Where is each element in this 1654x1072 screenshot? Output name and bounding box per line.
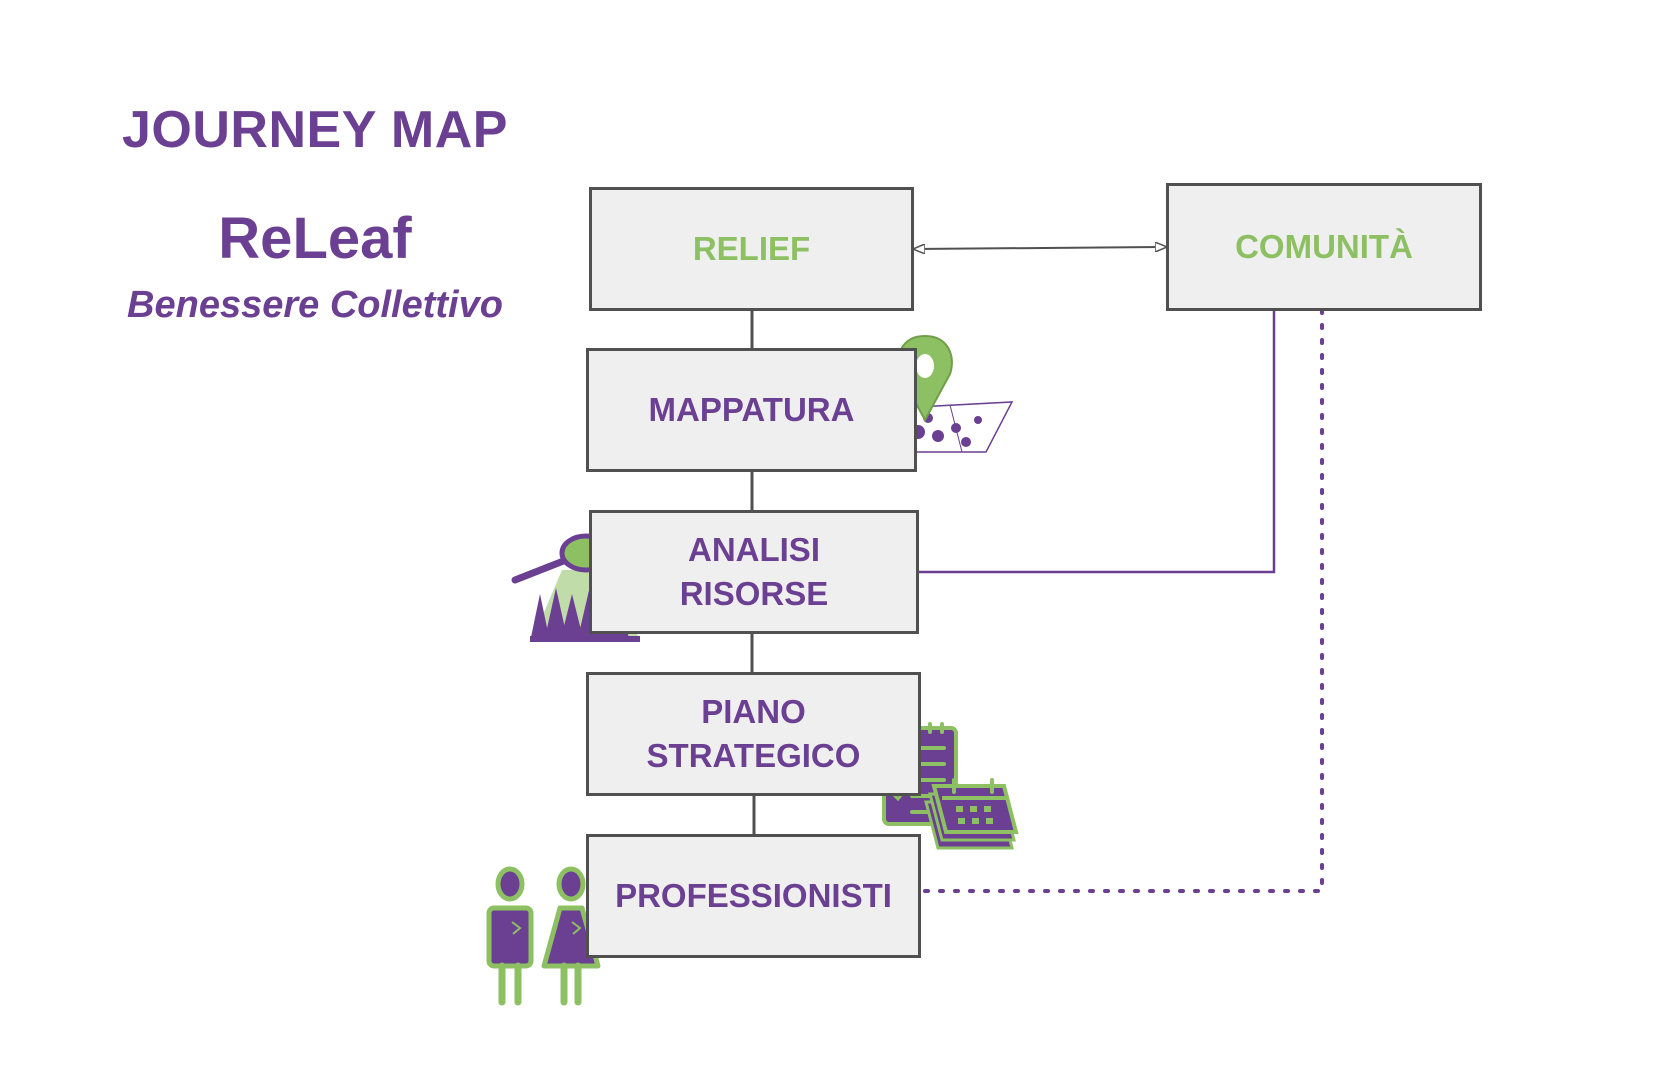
- node-analisi-risorse: ANALISI RISORSE: [589, 510, 919, 634]
- node-analisi-line2: RISORSE: [679, 575, 829, 612]
- node-professionisti-label: PROFESSIONISTI: [615, 877, 892, 915]
- node-comunita: COMUNITÀ: [1166, 183, 1482, 311]
- node-analisi-line1: ANALISI: [687, 531, 820, 569]
- checklist-calendar-icon: [882, 722, 1019, 850]
- node-mappatura: MAPPATURA: [586, 348, 917, 472]
- node-relief: RELIEF: [589, 187, 914, 311]
- node-professionisti: PROFESSIONISTI: [586, 834, 921, 958]
- comunita-professionisti-link: [916, 308, 1324, 893]
- page-title: JOURNEY MAP: [122, 101, 508, 159]
- brand-name: ReLeaf: [218, 206, 412, 271]
- person-male-icon: [486, 866, 534, 1006]
- people-icon: [486, 866, 601, 1006]
- brand-tagline: Benessere Collettivo: [127, 284, 503, 326]
- person-female-icon: [541, 866, 601, 1006]
- node-piano-line2: STRATEGICO: [646, 737, 861, 774]
- relief-comunita-arrow: [914, 247, 1166, 249]
- node-piano-strategico: PIANO STRATEGICO: [586, 672, 921, 796]
- comunita-analisi-link: [918, 310, 1276, 574]
- node-comunita-label: COMUNITÀ: [1235, 228, 1413, 266]
- node-piano-line1: PIANO: [701, 693, 806, 731]
- node-relief-label: RELIEF: [692, 230, 811, 268]
- vertical-connectors: [750, 310, 756, 834]
- node-mappatura-label: MAPPATURA: [648, 391, 855, 429]
